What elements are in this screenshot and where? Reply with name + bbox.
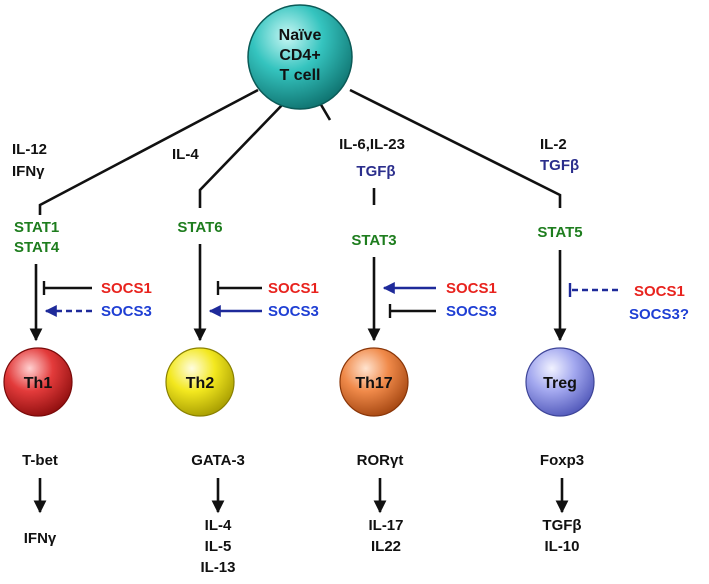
treg-cell-label: Treg bbox=[543, 375, 577, 392]
th1-socs1-label: SOCS1 bbox=[101, 280, 152, 297]
th1-cytokine-2: IFNγ bbox=[12, 163, 45, 180]
edge-to-th1 bbox=[38, 88, 259, 215]
th2-socs1-label: SOCS1 bbox=[268, 280, 319, 297]
th1-socs3-label: SOCS3 bbox=[101, 303, 152, 320]
treg-cytokine-2: TGFβ bbox=[540, 157, 579, 174]
th17-transcription-factor: RORγt bbox=[357, 452, 404, 469]
th17-product-1: IL-17 bbox=[368, 517, 403, 534]
root-line-3: T cell bbox=[280, 67, 321, 84]
th17-cell: Th17 bbox=[339, 347, 409, 417]
treg-product-1: TGFβ bbox=[542, 517, 581, 534]
th17-socs3-inhibition bbox=[388, 304, 436, 318]
edge-to-treg bbox=[349, 88, 562, 208]
th2-cell: Th2 bbox=[165, 347, 235, 417]
th2-cytokine-1: IL-4 bbox=[172, 146, 199, 163]
th17-cell-label: Th17 bbox=[355, 375, 392, 392]
th2-transcription-factor: GATA-3 bbox=[191, 452, 245, 469]
treg-cell: Treg bbox=[525, 347, 595, 417]
treg-socs1-label: SOCS1 bbox=[634, 283, 685, 300]
th2-stat-1: STAT6 bbox=[177, 219, 222, 236]
th1-stat-2: STAT4 bbox=[14, 239, 60, 256]
th1-cell: Th1 bbox=[3, 347, 73, 417]
th2-socs1-inhibition bbox=[216, 281, 262, 295]
branch-th17: IL-6,IL-23 TGFβ STAT3 SOCS1 SOCS3 Th17 R… bbox=[339, 136, 497, 555]
root-edges bbox=[38, 88, 562, 215]
th2-cell-label: Th2 bbox=[186, 375, 215, 392]
th1-socs1-inhibition bbox=[42, 281, 92, 295]
treg-cytokine-1: IL-2 bbox=[540, 136, 567, 153]
th1-stat-1: STAT1 bbox=[14, 219, 59, 236]
th1-product-1: IFNγ bbox=[24, 530, 57, 547]
naive-cd4-t-cell-node: Naïve CD4+ T cell bbox=[247, 4, 353, 110]
root-line-1: Naïve bbox=[279, 27, 322, 44]
root-line-2: CD4+ bbox=[279, 47, 320, 64]
th2-socs3-label: SOCS3 bbox=[268, 303, 319, 320]
th17-socs1-label: SOCS1 bbox=[446, 280, 497, 297]
edge-to-th17 bbox=[318, 102, 332, 121]
th1-cell-label: Th1 bbox=[24, 375, 53, 392]
treg-product-2: IL-10 bbox=[544, 538, 579, 555]
treg-transcription-factor: Foxp3 bbox=[540, 452, 584, 469]
th1-cytokine-1: IL-12 bbox=[12, 141, 47, 158]
th17-stat-1: STAT3 bbox=[351, 232, 396, 249]
th17-cytokine-1: IL-6,IL-23 bbox=[339, 136, 405, 153]
th17-socs3-label: SOCS3 bbox=[446, 303, 497, 320]
th17-cytokine-2: TGFβ bbox=[356, 163, 395, 180]
branch-th1: IL-12 IFNγ STAT1 STAT4 SOCS1 SOCS3 Th1 T… bbox=[3, 141, 152, 547]
th1-transcription-factor: T-bet bbox=[22, 452, 58, 469]
branch-treg: IL-2 TGFβ STAT5 SOCS1 SOCS3? Treg Foxp3 … bbox=[525, 136, 689, 555]
edge-to-th2 bbox=[198, 102, 285, 208]
treg-socs1-dashed-inhibition bbox=[568, 283, 618, 297]
th17-product-2: IL22 bbox=[371, 538, 401, 555]
branch-th2: IL-4 STAT6 SOCS1 SOCS3 Th2 GATA-3 IL-4 I… bbox=[165, 146, 319, 576]
treg-socs3-label: SOCS3? bbox=[629, 306, 689, 323]
th2-product-2: IL-5 bbox=[205, 538, 232, 555]
treg-stat-1: STAT5 bbox=[537, 224, 582, 241]
th2-product-3: IL-13 bbox=[200, 559, 235, 576]
th2-product-1: IL-4 bbox=[205, 517, 232, 534]
